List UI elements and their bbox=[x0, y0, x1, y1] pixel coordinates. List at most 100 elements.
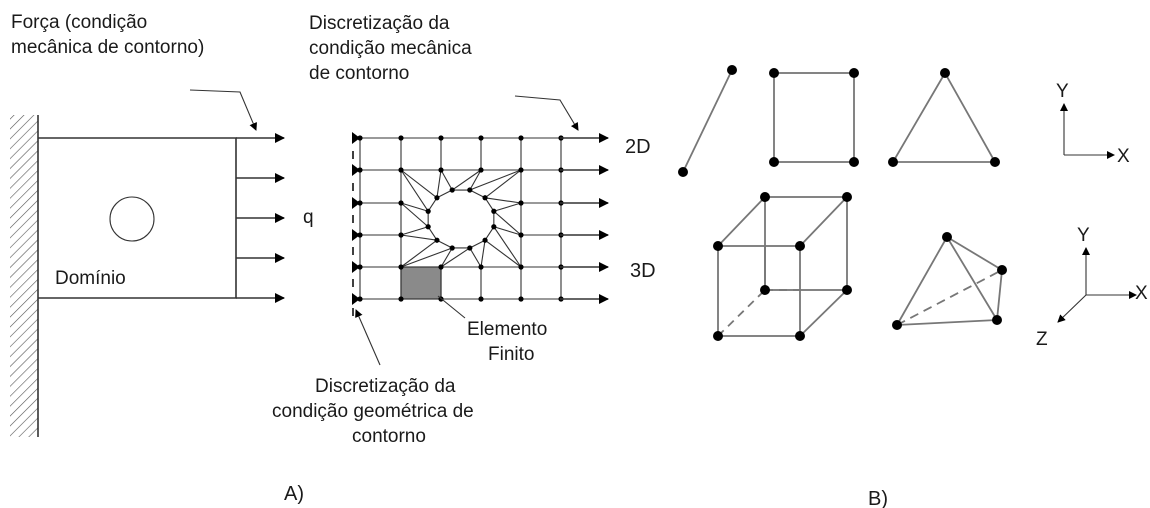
mesh-node bbox=[478, 264, 484, 270]
mesh-node bbox=[438, 135, 444, 141]
mesh-node bbox=[518, 167, 524, 173]
label-3d: 3D bbox=[630, 260, 656, 282]
mesh-edge bbox=[451, 169, 482, 191]
support-mark bbox=[352, 229, 360, 241]
support-mark bbox=[352, 164, 360, 176]
mesh-edge bbox=[436, 239, 453, 249]
mesh-edge bbox=[493, 226, 522, 268]
mesh-node bbox=[398, 167, 404, 173]
mech-discretization-label: Discretização da condição mecânica de co… bbox=[309, 13, 477, 84]
mesh-edge bbox=[484, 239, 522, 268]
mesh-edge bbox=[493, 210, 522, 236]
axis-z-3d: Z bbox=[1036, 329, 1048, 350]
mesh-node bbox=[518, 264, 524, 270]
mesh-edge bbox=[469, 169, 482, 191]
mech-discretization-leader bbox=[514, 95, 579, 131]
mesh-edge bbox=[400, 234, 438, 241]
mesh-node bbox=[467, 187, 473, 193]
part-b-label: B) bbox=[868, 488, 888, 508]
mesh-node bbox=[398, 232, 404, 238]
mesh-node bbox=[398, 296, 404, 302]
mesh-edge bbox=[493, 226, 522, 236]
mesh-node bbox=[425, 224, 431, 230]
mesh-edge bbox=[469, 239, 486, 249]
mesh-panel bbox=[352, 95, 609, 366]
force-label: Força (condição mecânica de contorno) bbox=[11, 12, 204, 58]
mesh-node bbox=[491, 224, 497, 230]
support-mark bbox=[352, 132, 360, 144]
mesh-edge bbox=[484, 197, 522, 204]
mesh-node bbox=[518, 200, 524, 206]
mesh-node bbox=[518, 232, 524, 238]
domain-panel bbox=[10, 89, 285, 437]
finite-element-label: Elemento Finito bbox=[467, 319, 553, 365]
mesh-node bbox=[478, 135, 484, 141]
mesh-node bbox=[398, 200, 404, 206]
geometric-support-marks bbox=[352, 132, 360, 316]
mesh-edge bbox=[440, 247, 453, 268]
element-quad-4node bbox=[769, 68, 859, 167]
mesh-edge bbox=[484, 197, 495, 212]
mesh-node bbox=[518, 135, 524, 141]
mesh-grid bbox=[359, 137, 562, 300]
label-2d: 2D bbox=[625, 136, 651, 158]
domain-label: Domínio bbox=[55, 268, 126, 289]
mesh-node bbox=[398, 264, 404, 270]
axis-y-3d: Y bbox=[1077, 225, 1090, 246]
mesh-node bbox=[467, 245, 473, 251]
mesh-node bbox=[425, 208, 431, 214]
geom-discretization-leader bbox=[355, 309, 381, 366]
load-arrows bbox=[236, 133, 285, 303]
support-mark bbox=[352, 197, 360, 209]
axes-2d bbox=[1060, 103, 1115, 159]
load-q-label: q bbox=[303, 207, 314, 228]
mesh-node bbox=[434, 195, 440, 201]
mesh-node bbox=[434, 237, 440, 243]
mesh-edge bbox=[400, 247, 453, 268]
mesh-edge bbox=[400, 169, 429, 212]
mesh-node bbox=[438, 264, 444, 270]
mesh-edge bbox=[427, 226, 438, 241]
part-a-label: A) bbox=[284, 483, 304, 505]
mesh-load-arrows bbox=[560, 133, 609, 304]
support-mark bbox=[352, 261, 360, 273]
mesh-edge bbox=[400, 202, 429, 228]
axis-x-2d: X bbox=[1117, 146, 1130, 167]
mesh-node bbox=[482, 237, 488, 243]
support-mark bbox=[352, 293, 360, 305]
finite-element-highlight bbox=[400, 266, 442, 300]
fixed-support-hatch bbox=[10, 115, 38, 437]
mesh-node bbox=[449, 187, 455, 193]
domain-hole bbox=[109, 196, 155, 242]
mesh-node bbox=[478, 296, 484, 302]
mesh-edge bbox=[484, 169, 522, 199]
mesh-node bbox=[482, 195, 488, 201]
mesh-node bbox=[449, 245, 455, 251]
mesh-node bbox=[398, 135, 404, 141]
element-tetrahedron-4node bbox=[892, 232, 1007, 330]
mesh-edge bbox=[436, 189, 453, 199]
mesh-node bbox=[518, 296, 524, 302]
axes-3d bbox=[1057, 247, 1137, 323]
mesh-edge bbox=[400, 226, 429, 236]
mesh-edge bbox=[400, 239, 438, 268]
element-hexahedron-8node bbox=[713, 192, 852, 341]
finite-element-leader bbox=[437, 295, 466, 319]
mesh-edge bbox=[400, 202, 429, 212]
mesh-edge bbox=[484, 226, 495, 241]
force-leader bbox=[189, 89, 257, 131]
mesh-node bbox=[438, 167, 444, 173]
axis-x-3d: X bbox=[1135, 283, 1148, 304]
mesh-nodes bbox=[357, 135, 564, 302]
mesh-edge bbox=[440, 169, 453, 191]
mesh-node bbox=[478, 167, 484, 173]
geom-discretization-label: Discretização da condição geométrica de … bbox=[272, 376, 479, 447]
mesh-edge bbox=[436, 169, 442, 198]
axis-y-2d: Y bbox=[1056, 81, 1069, 102]
element-triangle-3node bbox=[888, 68, 1000, 167]
mesh-node bbox=[491, 208, 497, 214]
mesh-edge bbox=[493, 202, 522, 212]
element-line-2node bbox=[678, 65, 737, 177]
mesh-edge bbox=[400, 169, 438, 199]
